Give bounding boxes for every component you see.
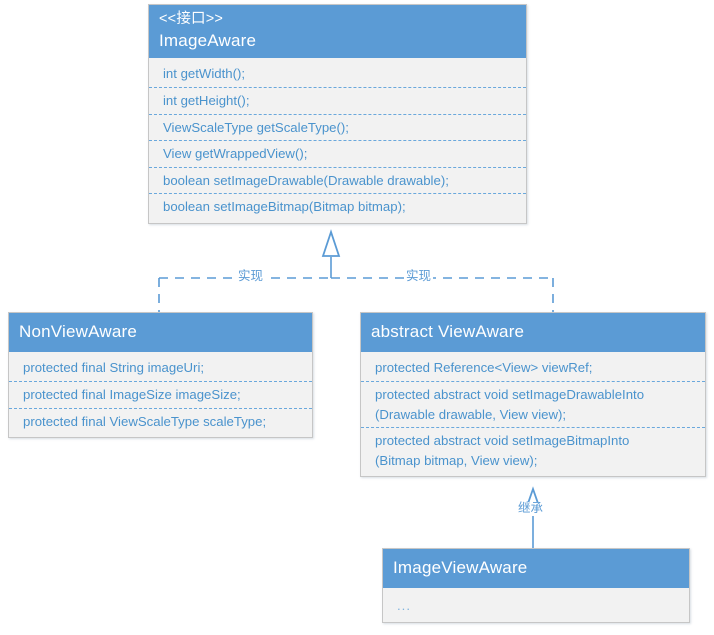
- class-header-image-aware: <<接口>> ImageAware: [149, 5, 526, 59]
- class-box-image-view-aware[interactable]: ImageViewAware ...: [382, 548, 690, 623]
- relation-label-implements-right: 实现: [404, 269, 434, 284]
- relation-label-inherits: 继承: [516, 501, 546, 516]
- class-box-non-view-aware[interactable]: NonViewAware protected final String imag…: [8, 312, 313, 439]
- class-name-non-view-aware: NonViewAware: [19, 322, 138, 341]
- class-member-row: protected Reference<View> viewRef;: [361, 355, 705, 382]
- relation-label-implements-left: 实现: [236, 269, 266, 284]
- class-name-image-view-aware: ImageViewAware: [393, 558, 528, 577]
- class-body-non-view-aware: protected final String imageUri; protect…: [9, 352, 312, 438]
- class-name-view-aware: abstract ViewAware: [371, 322, 525, 341]
- class-member-row: protected final ImageSize imageSize;: [9, 382, 312, 409]
- class-member-row: int getHeight();: [149, 88, 526, 115]
- class-box-view-aware[interactable]: abstract ViewAware protected Reference<V…: [360, 312, 706, 478]
- class-member-row: protected final String imageUri;: [9, 355, 312, 382]
- class-stereotype-image-aware: <<接口>>: [159, 11, 224, 27]
- class-member-row: protected abstract void setImageBitmapIn…: [375, 433, 630, 468]
- class-member-row: int getWidth();: [149, 61, 526, 88]
- class-member-row: boolean setImageBitmap(Bitmap bitmap);: [163, 199, 406, 215]
- class-member-row: ViewScaleType getScaleType();: [149, 115, 526, 142]
- realization-arrowhead: [321, 229, 341, 257]
- class-body-view-aware: protected Reference<View> viewRef; prote…: [361, 352, 705, 477]
- class-box-image-aware[interactable]: <<接口>> ImageAware int getWidth(); int ge…: [148, 4, 527, 224]
- class-member-row: ...: [397, 598, 411, 614]
- class-header-view-aware: abstract ViewAware: [361, 313, 705, 353]
- class-member-row: boolean setImageDrawable(Drawable drawab…: [149, 168, 526, 195]
- class-header-non-view-aware: NonViewAware: [9, 313, 312, 353]
- class-body-image-view-aware: ...: [383, 588, 689, 622]
- class-member-row: View getWrappedView();: [149, 141, 526, 168]
- class-member-row: protected final ViewScaleType scaleType;: [23, 413, 267, 429]
- class-body-image-aware: int getWidth(); int getHeight(); ViewSca…: [149, 58, 526, 223]
- class-header-image-view-aware: ImageViewAware: [383, 549, 689, 589]
- class-member-row: protected abstract void setImageDrawable…: [361, 382, 705, 429]
- class-name-image-aware: ImageAware: [159, 31, 257, 50]
